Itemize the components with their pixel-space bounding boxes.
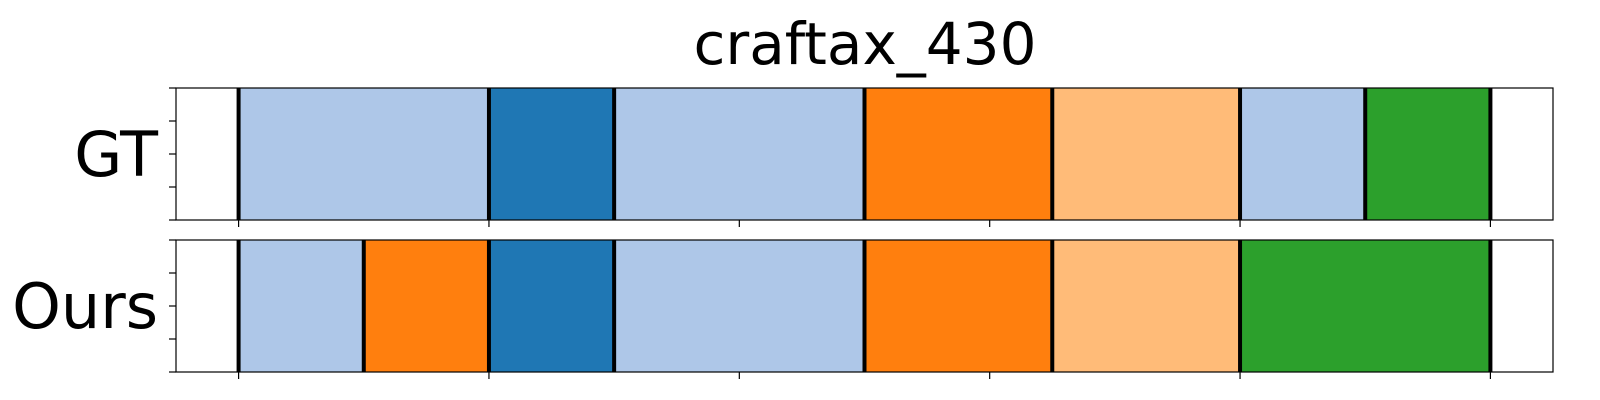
timeline-rows: GT Ours — [12, 87, 1554, 379]
segment-ours-0 — [238, 240, 364, 372]
chart-title: craftax_430 — [694, 10, 1037, 78]
segment-ours-6 — [1240, 240, 1491, 372]
segment-gt-3 — [864, 88, 1053, 220]
segment-ours-2 — [488, 240, 615, 372]
segment-gt-5 — [1240, 88, 1366, 220]
row-label-gt: GT — [74, 118, 159, 191]
segment-gt-0 — [238, 88, 489, 220]
segment-ours-4 — [864, 240, 1053, 372]
segment-ours-1 — [363, 240, 489, 372]
segment-ours-3 — [614, 240, 865, 372]
segment-gt-6 — [1365, 88, 1491, 220]
segment-gt-4 — [1052, 88, 1241, 220]
segment-ours-5 — [1052, 240, 1241, 372]
row-gt: GT — [74, 87, 1554, 227]
row-label-ours: Ours — [12, 270, 158, 343]
segment-gt-2 — [614, 88, 865, 220]
row-ours: Ours — [12, 239, 1554, 379]
segment-gt-1 — [488, 88, 615, 220]
